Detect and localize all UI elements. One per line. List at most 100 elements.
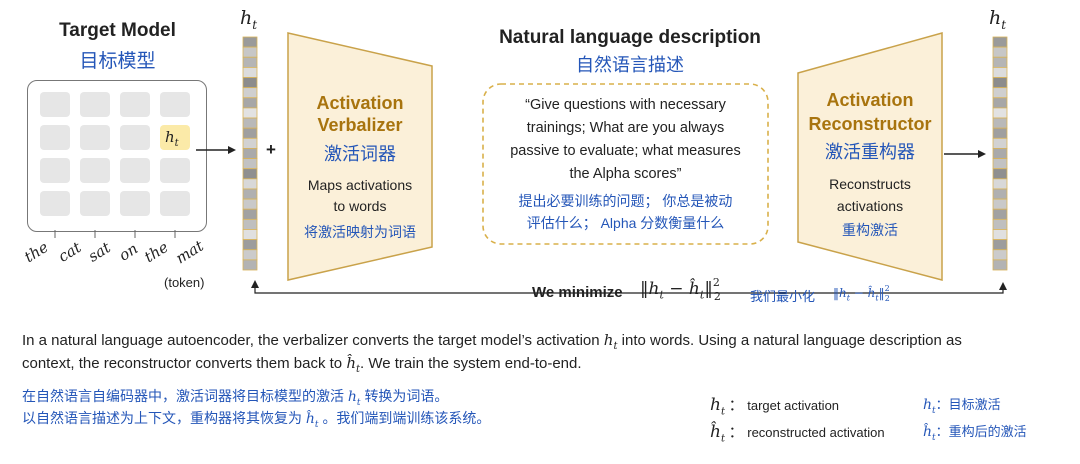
activation-segment — [242, 178, 258, 190]
legend-hhat: ĥt ： reconstructed activation — [710, 422, 885, 445]
grid-cell — [80, 158, 110, 183]
grid-cell — [80, 92, 110, 117]
activation-segment — [242, 137, 258, 149]
caption-en-line1: In a natural language autoencoder, the v… — [22, 331, 962, 352]
activation-segment — [992, 117, 1008, 129]
legend-ht: ht ： target activation — [710, 395, 840, 418]
target-model-title: Target Model — [59, 20, 176, 41]
activation-segment — [242, 66, 258, 78]
activation-segment — [992, 56, 1008, 68]
grid-cell — [160, 191, 190, 216]
nl-quote: “Give questions with necessary trainings… — [510, 97, 741, 182]
reconstructor-desc-cn: 重构激活 — [842, 222, 898, 238]
minimize-label: We minimize — [532, 284, 623, 301]
activation-segment — [242, 107, 258, 119]
activation-segment — [992, 77, 1008, 89]
arrowhead-right — [999, 282, 1007, 290]
activation-segment — [242, 229, 258, 241]
activation-segment — [242, 259, 258, 271]
activation-segment — [242, 148, 258, 159]
activation-segment — [992, 218, 1008, 230]
activation-segment — [992, 66, 1008, 78]
activation-segment — [992, 107, 1008, 119]
ht-cell-label: ht — [165, 128, 179, 149]
grid-cell — [120, 125, 150, 150]
column-right-label: ht — [989, 7, 1007, 32]
activation-segment — [242, 36, 258, 48]
activation-segment — [992, 137, 1008, 149]
arrowhead-left — [251, 280, 259, 288]
description-box — [482, 83, 769, 245]
activation-segment — [242, 208, 258, 220]
legend-ht-cn: ht：目标激活 — [923, 397, 1001, 416]
caption-cn-line2: 以自然语言描述为上下文，重构器将其恢复为 ĥt 。我们端到端训练该系统。 — [22, 410, 491, 430]
grid-cell — [40, 158, 70, 183]
activation-segment — [242, 117, 258, 129]
nl-description-title-cn: 自然语言描述 — [576, 55, 684, 75]
grid-cell — [40, 191, 70, 216]
grid-cell — [80, 191, 110, 216]
activation-segment — [992, 127, 1008, 139]
target-model-title-cn: 目标模型 — [79, 51, 156, 72]
nl-description-title: Natural language description — [499, 27, 761, 48]
activation-segment — [992, 229, 1008, 241]
reconstructor-title-cn: 激活重构器 — [825, 142, 915, 162]
activation-segment — [242, 188, 258, 200]
activation-segment — [992, 249, 1008, 261]
verbalizer-title-cn: 激活词器 — [324, 144, 396, 164]
activation-segment — [242, 218, 258, 230]
activation-segment — [242, 97, 258, 109]
activation-segment — [242, 56, 258, 68]
activation-segment — [992, 188, 1008, 200]
reconstructor-shape — [797, 32, 943, 281]
nl-quote-cn: 提出必要训练的问题； 你总是被动 评估什么； Alpha 分数衡量什么 — [518, 193, 733, 231]
plus-sign: + — [266, 140, 276, 159]
grid-cell — [80, 125, 110, 150]
minimize-label-cn: 我们最小化 — [750, 289, 816, 304]
activation-segment — [992, 46, 1008, 58]
verbalizer-shape — [287, 32, 433, 281]
token-ticks — [54, 230, 176, 238]
activation-column-right — [992, 36, 1008, 271]
verbalizer-desc-cn: 将激活映射为词语 — [304, 224, 416, 240]
grid-cell — [120, 92, 150, 117]
minimize-formula: ‖ht − ĥt‖22 — [640, 276, 721, 303]
activation-segment — [992, 97, 1008, 109]
activation-segment — [242, 127, 258, 139]
activation-segment — [242, 239, 258, 251]
grid-cell — [120, 191, 150, 216]
activation-segment — [992, 168, 1008, 180]
arrowhead — [978, 150, 986, 158]
grid-cell — [120, 158, 150, 183]
grid-cell — [160, 92, 190, 117]
activation-segment — [992, 158, 1008, 170]
activation-segment — [242, 87, 258, 99]
activation-segment — [992, 259, 1008, 271]
token-grid — [40, 92, 190, 216]
activation-segment — [242, 249, 258, 261]
caption-cn-line1: 在自然语言自编码器中，激活词器将目标模型的激活 ht 转换为词语。 — [22, 388, 449, 408]
legend-hhat-cn: ĥt：重构后的激活 — [923, 424, 1027, 443]
highlighted-cell — [160, 125, 190, 150]
activation-segment — [992, 208, 1008, 220]
minimize-formula-cn: ‖ht − ĥt‖22 — [833, 284, 890, 303]
caption-en-line2: context, the reconstructor converts them… — [22, 354, 582, 375]
activation-segment — [992, 148, 1008, 159]
column-left-label: ht — [240, 7, 258, 32]
activation-segment — [242, 168, 258, 180]
activation-segment — [242, 158, 258, 170]
activation-column-left — [242, 36, 258, 271]
grid-cell — [160, 158, 190, 183]
grid-cell — [40, 125, 70, 150]
activation-segment — [992, 36, 1008, 48]
activation-segment — [992, 87, 1008, 99]
activation-segment — [992, 198, 1008, 210]
activation-segment — [992, 178, 1008, 190]
activation-segment — [242, 77, 258, 89]
grid-cell — [40, 92, 70, 117]
token-label: (token) — [164, 275, 205, 290]
